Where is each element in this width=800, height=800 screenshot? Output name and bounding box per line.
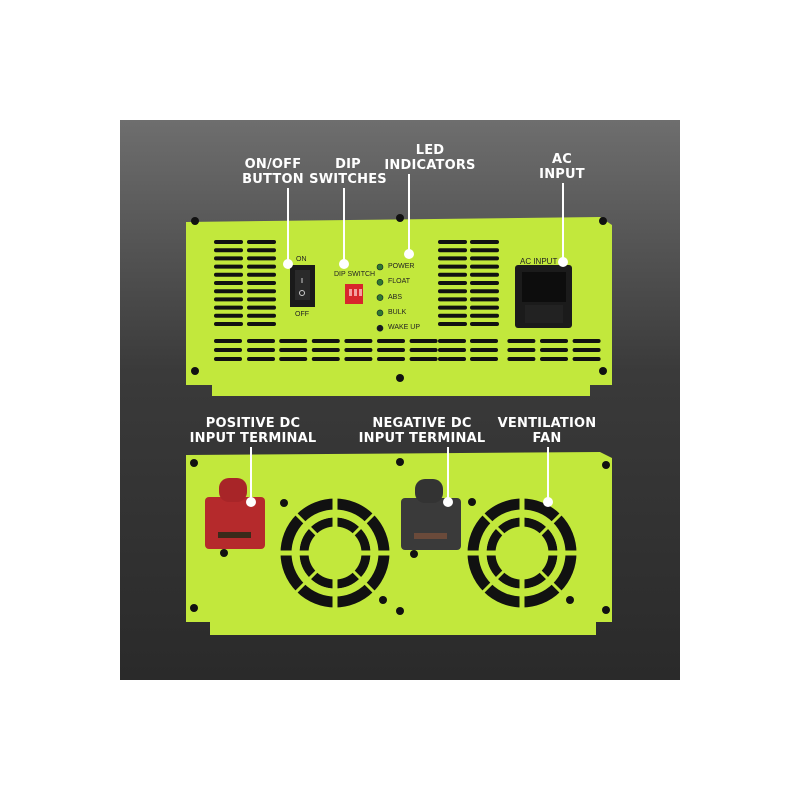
led-label: FLOAT — [388, 278, 411, 286]
led-bulk — [376, 309, 384, 317]
led-abs — [376, 294, 384, 301]
screw — [396, 607, 404, 615]
screw — [220, 549, 228, 557]
screw — [599, 217, 607, 225]
led-wake-up — [376, 324, 384, 332]
negative-terminal-cover — [401, 498, 461, 550]
ventilation-fan-grille — [467, 498, 577, 608]
screw — [396, 214, 404, 222]
screw — [410, 550, 418, 558]
led-label: POWER — [388, 263, 415, 270]
screw — [602, 461, 610, 469]
screw — [396, 458, 404, 466]
screw — [396, 374, 404, 382]
screw — [280, 499, 288, 507]
off-label: OFF — [295, 311, 309, 318]
rear-panel — [186, 452, 612, 635]
led-label: ABS — [388, 293, 403, 301]
led-label: WAKE UP — [388, 324, 421, 332]
screw — [599, 367, 607, 375]
screw — [602, 606, 610, 614]
screw — [191, 367, 199, 375]
led-indicators — [376, 263, 384, 332]
rear-panel-body — [186, 452, 612, 635]
led-float — [376, 278, 384, 286]
on-label: ON — [296, 256, 307, 263]
front-panel — [186, 214, 612, 396]
ventilation-fan-grille — [280, 498, 390, 608]
screw — [190, 459, 198, 467]
led-power — [376, 263, 384, 271]
ac-input-label: AC INPUT — [520, 257, 558, 266]
screw — [379, 596, 387, 604]
dip-switch-label: DIP SWITCH — [334, 271, 376, 278]
led-label: BULK — [388, 308, 407, 316]
screw — [468, 498, 476, 506]
positive-terminal-cover — [205, 497, 265, 549]
screw — [190, 604, 198, 612]
vent-slots — [214, 240, 601, 361]
screw — [566, 596, 574, 604]
screw — [191, 217, 199, 225]
